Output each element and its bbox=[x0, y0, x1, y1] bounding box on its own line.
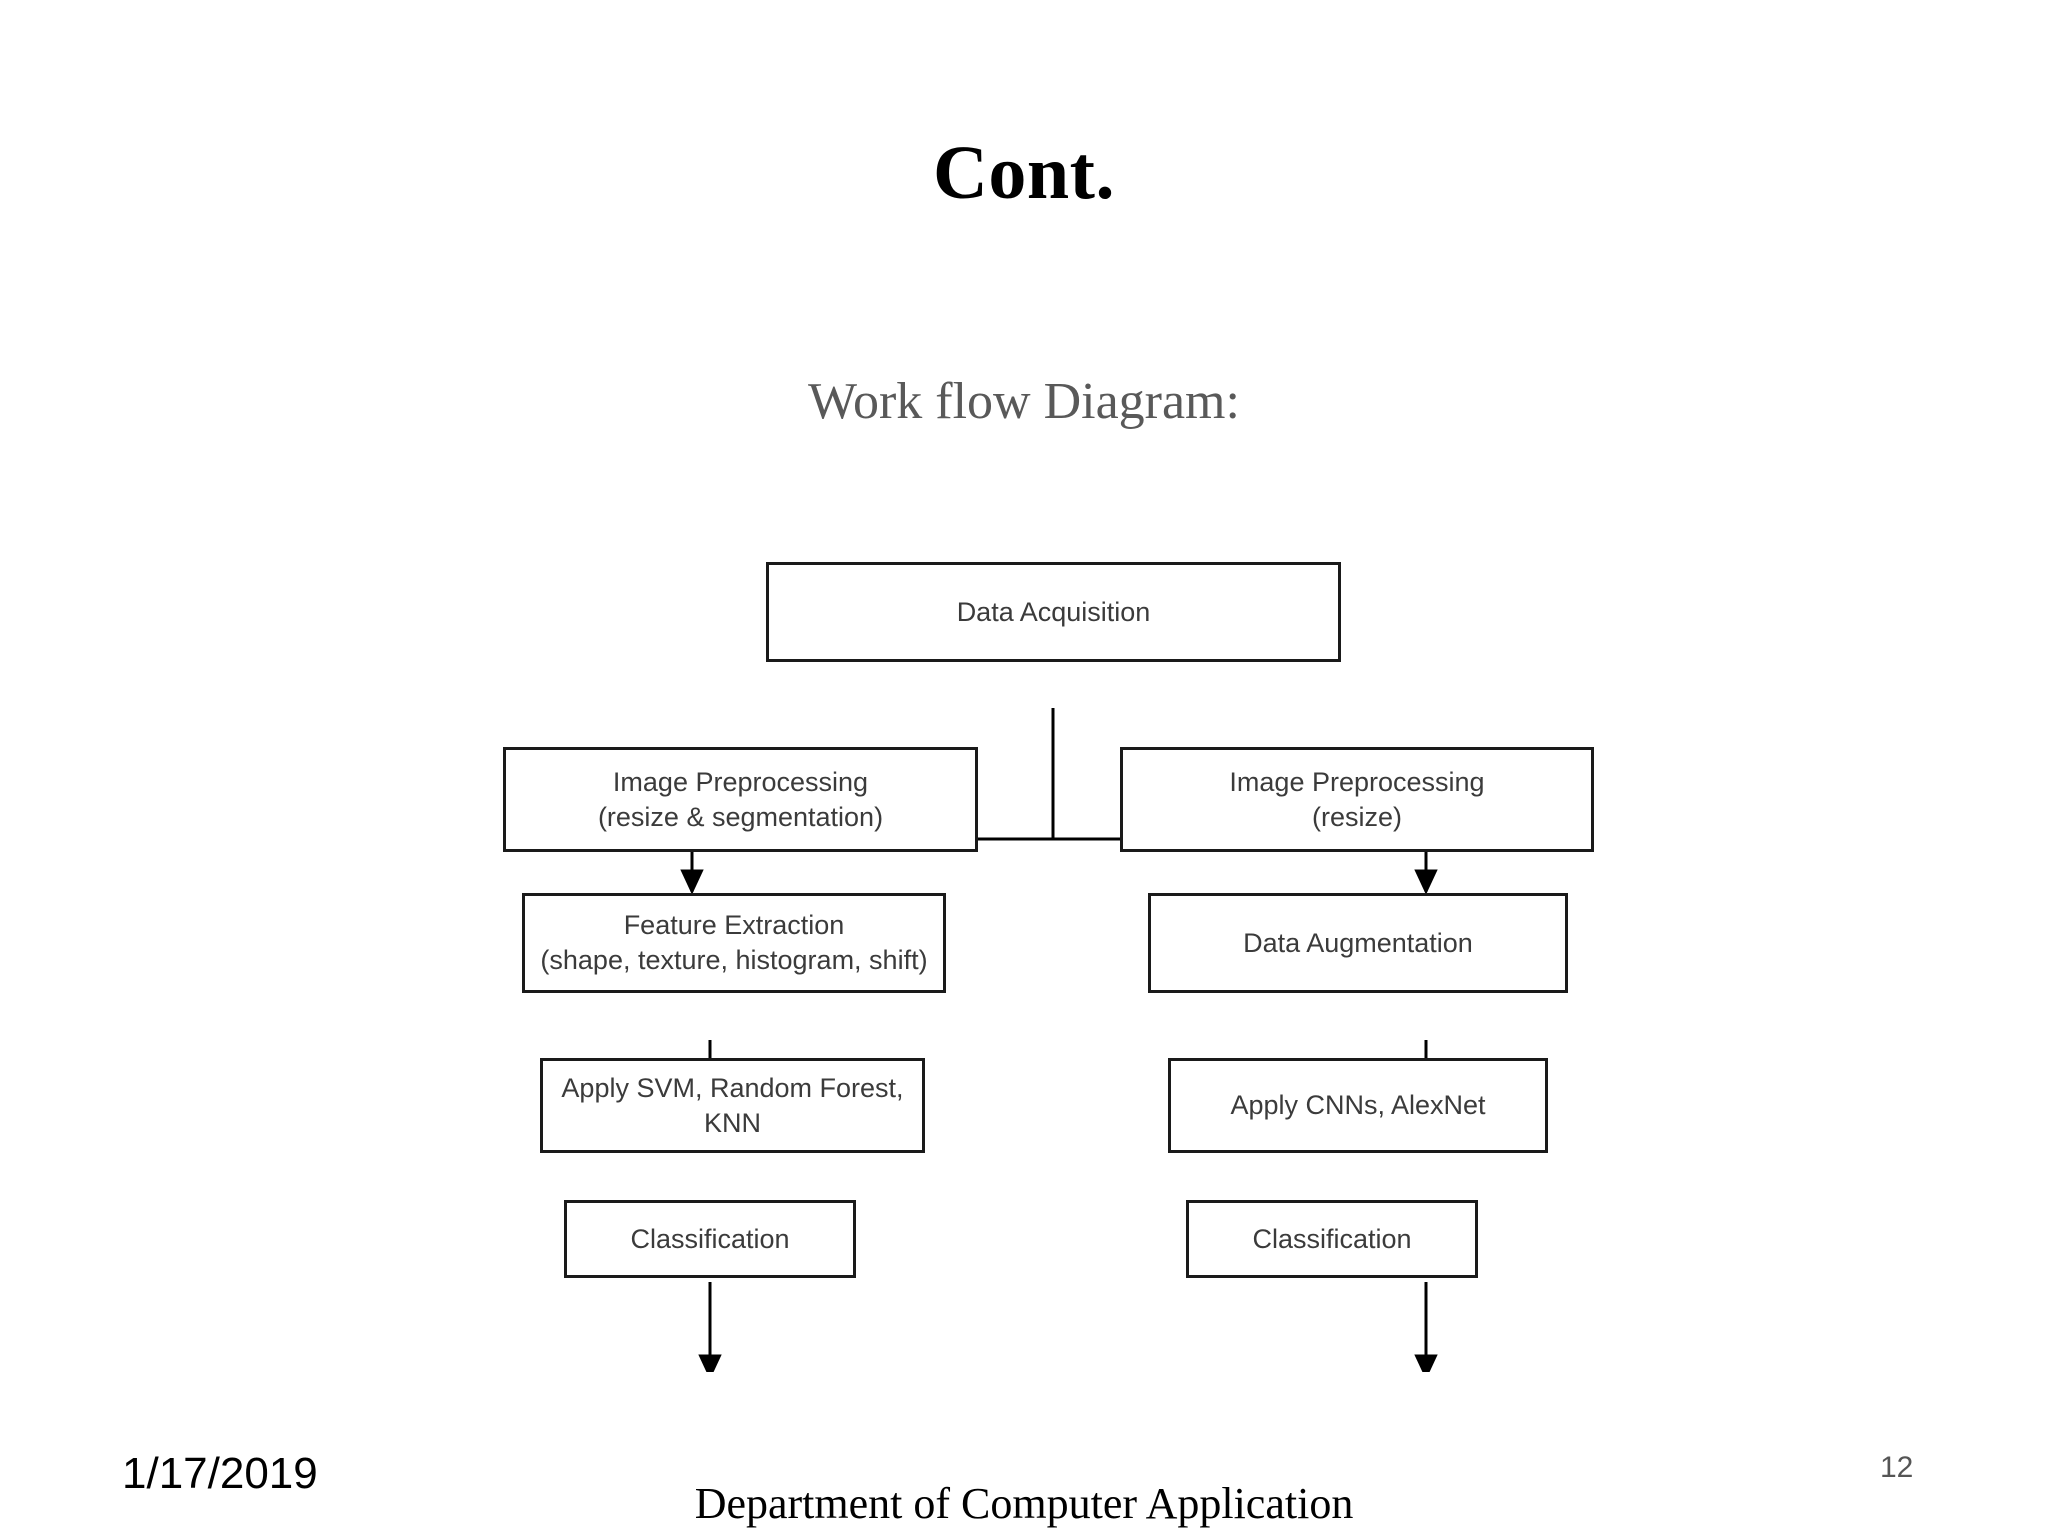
workflow-diagram: Data Acquisition Image Preprocessing (re… bbox=[496, 562, 1646, 1372]
node-image-preprocessing-left[interactable]: Image Preprocessing (resize & segmentati… bbox=[503, 747, 978, 852]
node-label: Image Preprocessing (resize) bbox=[1229, 766, 1485, 832]
footer-date: 1/17/2019 bbox=[122, 1449, 318, 1498]
node-label: Image Preprocessing (resize & segmentati… bbox=[597, 766, 884, 832]
node-apply-classical-models[interactable]: Apply SVM, Random Forest, KNN bbox=[540, 1058, 925, 1153]
node-label: Classification bbox=[1252, 1223, 1412, 1254]
footer-page-number: 12 bbox=[1880, 1451, 1914, 1484]
page-title: Cont. bbox=[933, 131, 1115, 215]
node-data-acquisition[interactable]: Data Acquisition bbox=[766, 562, 1341, 662]
node-feature-extraction[interactable]: Feature Extraction (shape, texture, hist… bbox=[522, 893, 946, 993]
node-data-augmentation[interactable]: Data Augmentation bbox=[1148, 893, 1568, 993]
sub-heading: Work flow Diagram: bbox=[808, 373, 1240, 430]
node-label: Classification bbox=[630, 1223, 790, 1254]
node-apply-deep-models[interactable]: Apply CNNs, AlexNet bbox=[1168, 1058, 1548, 1153]
node-label: Data Augmentation bbox=[1243, 927, 1473, 958]
node-label: Apply CNNs, AlexNet bbox=[1230, 1090, 1486, 1120]
node-label: Feature Extraction (shape, texture, hist… bbox=[540, 910, 928, 975]
node-classification-right[interactable]: Classification bbox=[1186, 1200, 1478, 1278]
footer-center-text: Department of Computer Application bbox=[694, 1479, 1354, 1528]
node-label: Apply SVM, Random Forest, KNN bbox=[561, 1072, 904, 1138]
node-label: Data Acquisition bbox=[956, 596, 1151, 627]
node-classification-left[interactable]: Classification bbox=[564, 1200, 856, 1278]
node-image-preprocessing-right[interactable]: Image Preprocessing (resize) bbox=[1120, 747, 1594, 852]
